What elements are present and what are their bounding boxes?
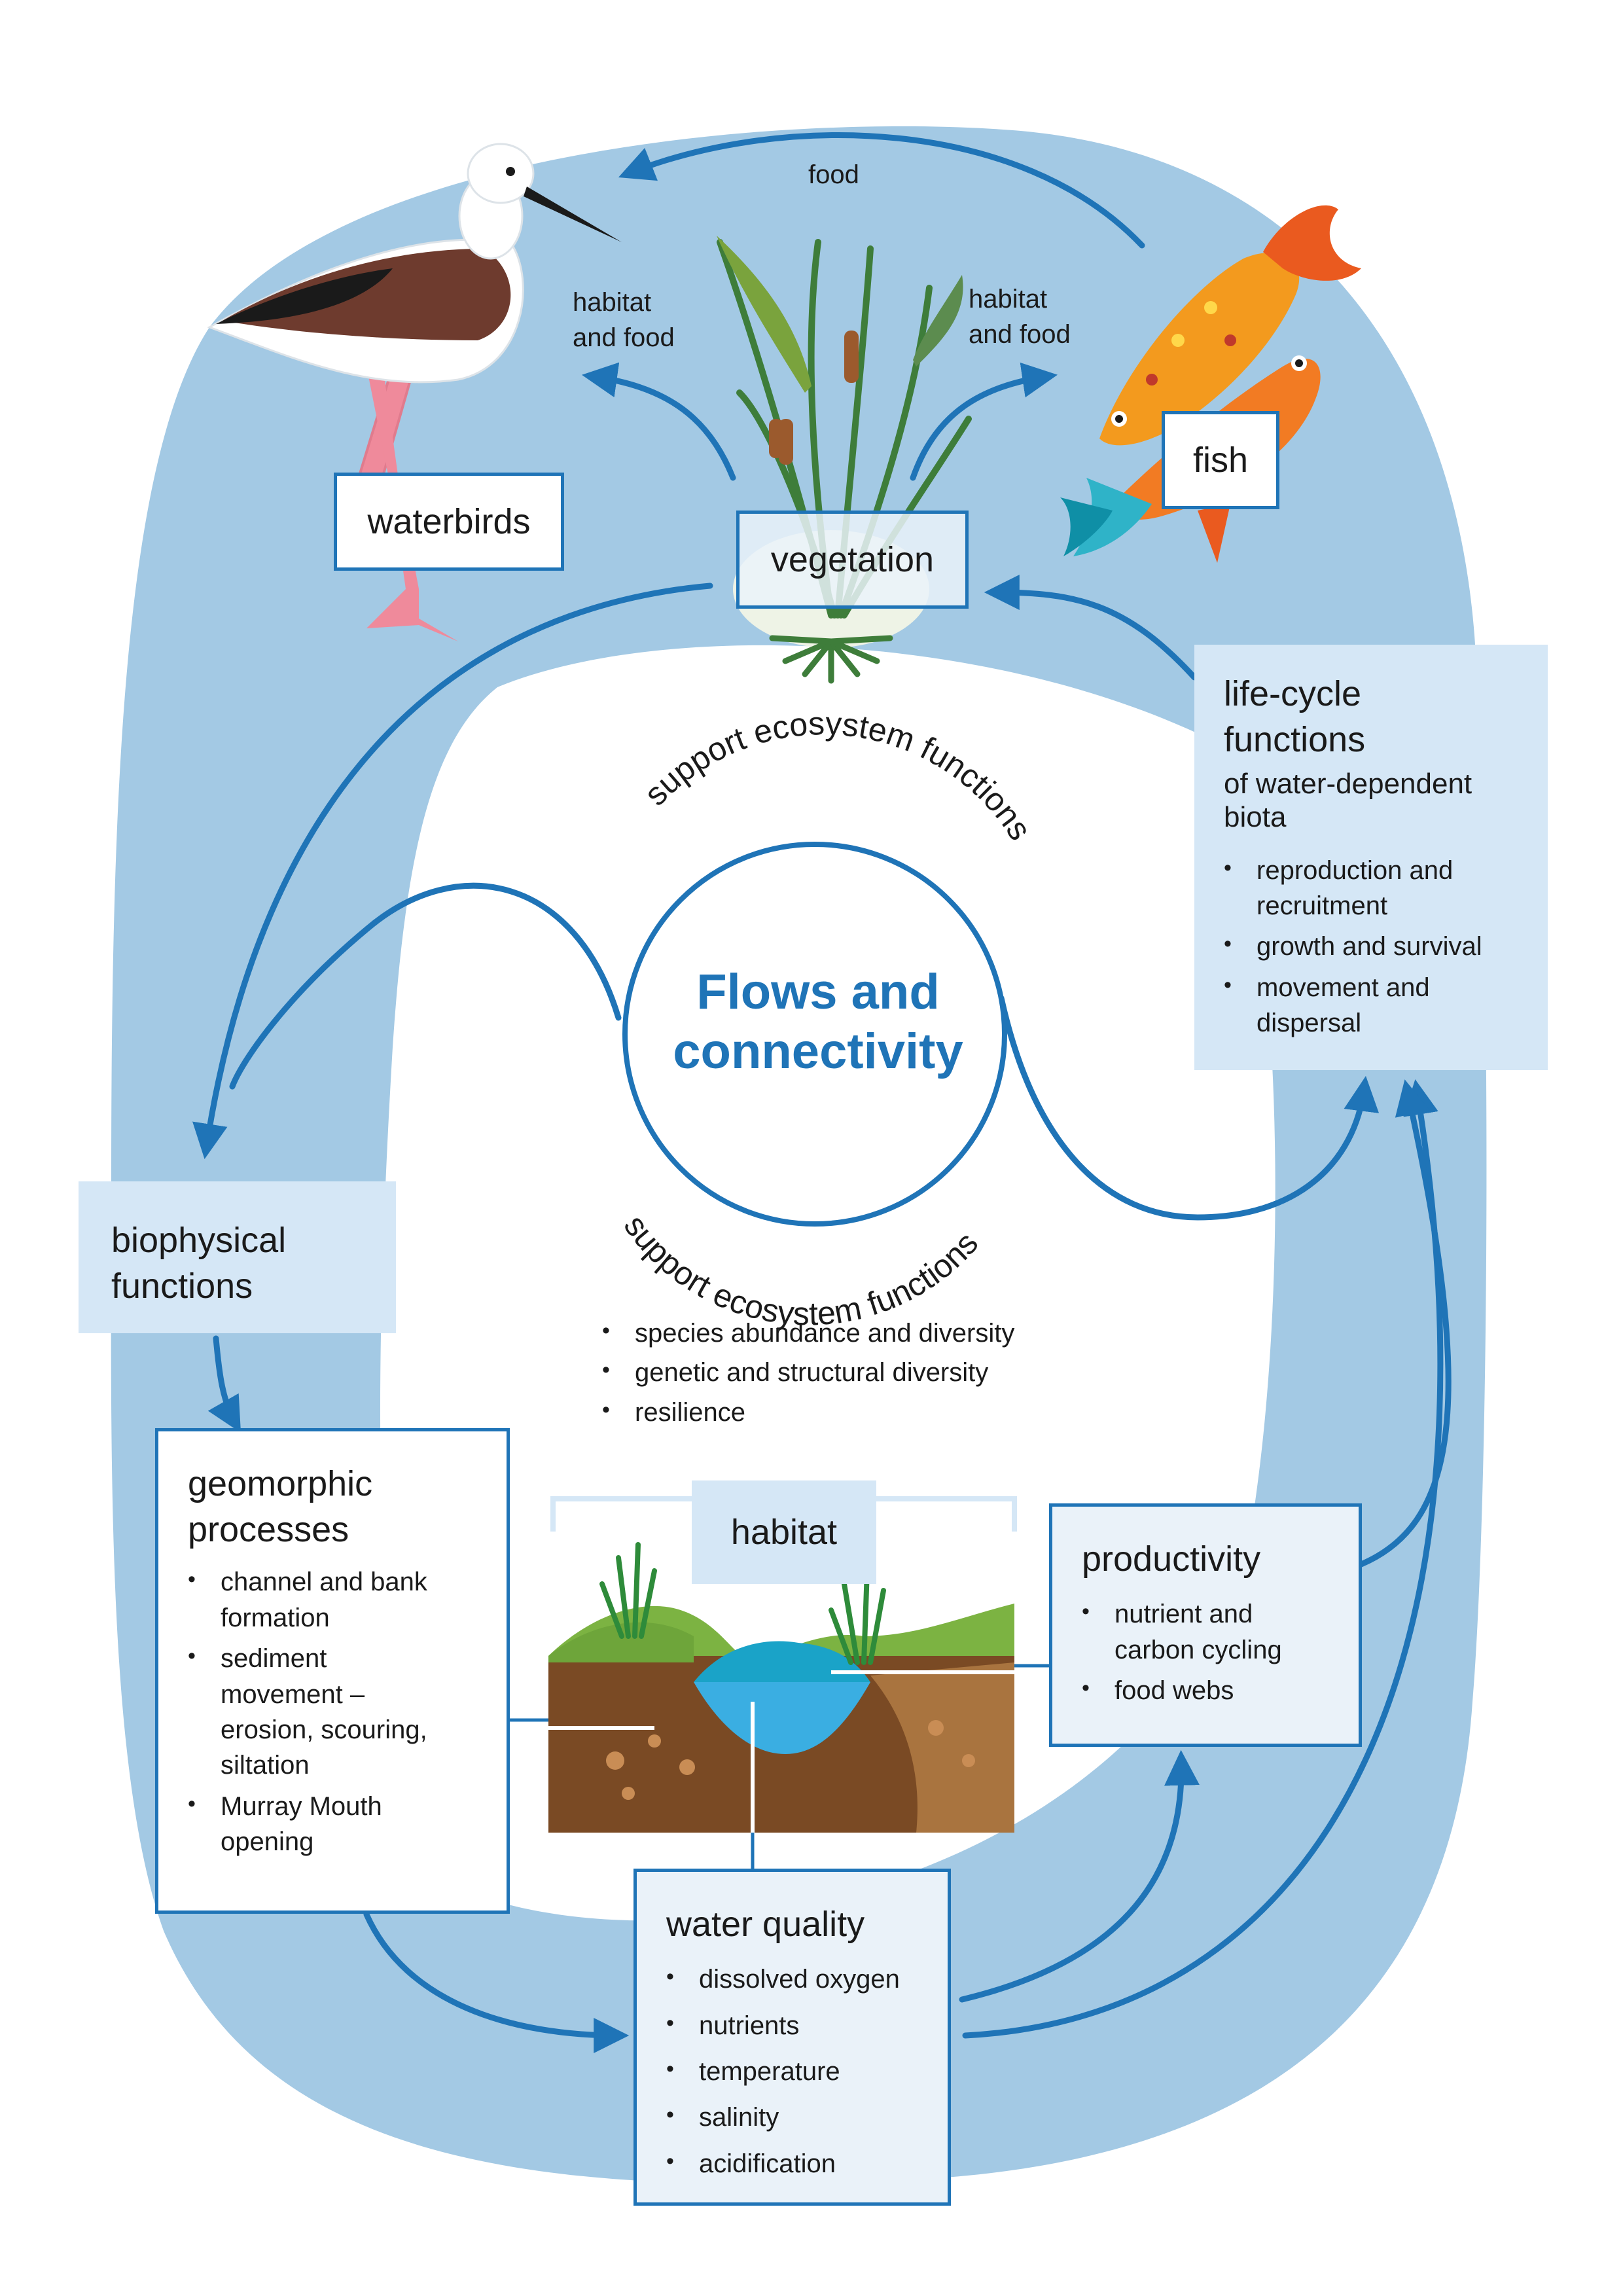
water-quality-title: water quality bbox=[666, 1905, 865, 1944]
arc-label-top: support ecosystem functions bbox=[637, 705, 1039, 846]
list-item: salinity bbox=[666, 2100, 935, 2135]
arrow-geomorphic-to-waterquality bbox=[363, 1911, 630, 2053]
arrow-veg-to-biophysical bbox=[192, 583, 713, 1160]
habitat-label: habitat bbox=[730, 1512, 838, 1552]
arrow-lifecycle-to-veg bbox=[984, 575, 1198, 681]
arrow-waterquality-to-lifecycle bbox=[962, 1079, 1444, 2039]
list-item: nutrients bbox=[666, 2008, 935, 2043]
water-quality-list: dissolved oxygen nutrients temperature s… bbox=[666, 1962, 935, 2181]
arrow-veg-to-fish bbox=[910, 362, 1058, 481]
arc-label-bottom: support ecosystem functions bbox=[617, 1208, 986, 1333]
arrow-center-loop-left bbox=[229, 882, 622, 1090]
list-item: temperature bbox=[666, 2054, 935, 2089]
habitat-food-right-label: habitat and food bbox=[969, 285, 1071, 349]
list-item: resilience bbox=[602, 1395, 1014, 1430]
productivity-title: productivity bbox=[1082, 1539, 1261, 1579]
riverbank-cross-section-icon bbox=[548, 1496, 1017, 1833]
list-item: species abundance and diversity bbox=[602, 1316, 1014, 1351]
water-quality-box: water quality dissolved oxygen nutrients… bbox=[633, 1869, 951, 2206]
arrow-food bbox=[618, 132, 1145, 249]
lifecycle-functions-box: life-cycle functions of water-dependent … bbox=[1194, 645, 1548, 1070]
biophysical-title: biophysical functions bbox=[111, 1221, 287, 1306]
list-item: genetic and structural diversity bbox=[602, 1355, 1014, 1390]
arrow-veg-to-birds bbox=[581, 362, 736, 481]
outcomes-list: species abundance and diversity genetic … bbox=[602, 1316, 1014, 1434]
biophysical-functions-box: biophysical functions bbox=[79, 1181, 396, 1333]
arrow-productivity-to-lifecycle bbox=[1358, 1079, 1452, 1568]
center-title: Flows and connectivity bbox=[673, 964, 963, 1080]
lifecycle-title: life-cycle functions bbox=[1224, 674, 1366, 760]
waterbirds-box: waterbirds bbox=[334, 473, 564, 571]
vegetation-box: vegetation bbox=[736, 511, 969, 609]
fish-label: fish bbox=[1192, 440, 1249, 480]
center-circle bbox=[622, 842, 1007, 1227]
arrow-waterquality-to-productivity bbox=[959, 1749, 1200, 2003]
food-arrow-label: food bbox=[808, 160, 859, 189]
list-item: growth and survival bbox=[1224, 929, 1522, 964]
habitat-box: habitat bbox=[692, 1480, 876, 1584]
list-item: acidification bbox=[666, 2146, 935, 2181]
vegetation-label: vegetation bbox=[770, 539, 935, 579]
lifecycle-subtitle: of water-dependent biota bbox=[1224, 768, 1472, 833]
arrow-biophysical-to-geomorphic bbox=[207, 1335, 241, 1433]
geomorphic-processes-box: geomorphic processes channel and bankfor… bbox=[155, 1428, 510, 1914]
habitat-food-left-label: habitat and food bbox=[573, 288, 675, 352]
bird-icon bbox=[207, 143, 622, 641]
list-item: dissolved oxygen bbox=[666, 1962, 935, 1997]
list-item: food webs bbox=[1082, 1673, 1346, 1708]
ring-band bbox=[111, 126, 1487, 2184]
waterbirds-label: waterbirds bbox=[367, 501, 531, 541]
arrow-center-loop-right bbox=[998, 995, 1380, 1221]
geomorphic-title: geomorphic processes bbox=[188, 1464, 373, 1550]
fish-box: fish bbox=[1162, 411, 1279, 509]
